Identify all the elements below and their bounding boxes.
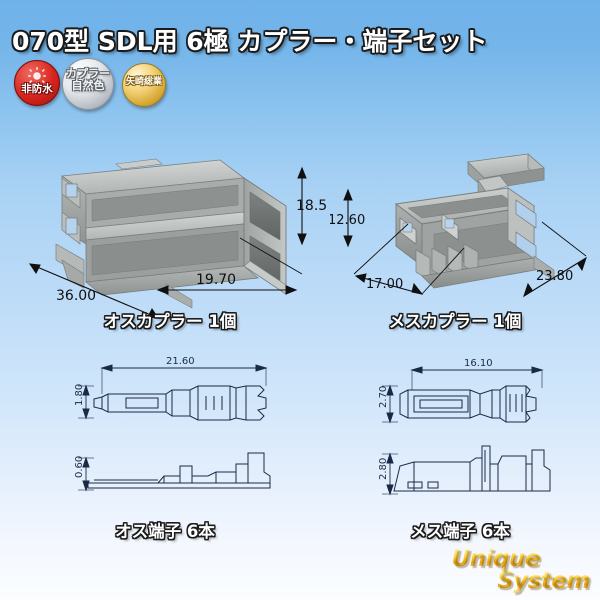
male-terminal-drawing: 21.60 1.80 0.60	[74, 356, 271, 492]
badge-non-waterproof: 非防水	[14, 60, 60, 106]
dimension-17-00: 17.00	[353, 223, 465, 295]
dimension-23-80-label: 23.80	[536, 269, 573, 284]
dimension-21-60-label: 21.60	[166, 356, 195, 367]
page-title: 070型 SDL用 6極 カプラー・端子セット	[12, 27, 488, 56]
dimension-17-00-label: 17.00	[366, 277, 403, 292]
dimension-18-50: 18.50	[296, 166, 326, 246]
dimension-18-50-label: 18.50	[296, 198, 326, 214]
dimension-2-80-label: 2.80	[378, 458, 389, 480]
sun-icon	[28, 66, 46, 85]
brand-logo-line2: System	[382, 570, 590, 593]
caption-male-terminal: オス端子 6本	[115, 522, 215, 541]
dimension-1-80-label: 1.80	[74, 384, 85, 406]
dimension-16-10-label: 16.10	[464, 358, 493, 369]
dimension-12-60: 12.60	[330, 188, 365, 248]
dimension-2-70: 2.70	[378, 384, 398, 424]
badge-connector-color-label: カプラー 自然色	[63, 68, 113, 91]
figure-male-terminal: 21.60 1.80 0.60	[30, 350, 320, 510]
male-terminal-top-view	[93, 385, 267, 421]
dimension-0-60-label: 0.60	[74, 456, 85, 478]
caption-female-connector: メスカプラー 1個	[388, 312, 522, 331]
dimension-36-00-label: 36.00	[56, 288, 96, 304]
male-terminal-side-view	[87, 452, 271, 489]
caption-female-terminal: メス端子 6本	[410, 522, 510, 541]
badge-manufacturer-label: 矢崎総業	[125, 77, 162, 87]
male-connector-body	[55, 158, 293, 309]
female-terminal-side-view	[393, 445, 551, 492]
dimension-19-70: 19.70	[156, 237, 303, 295]
female-terminal-drawing: 16.10 2.70 2.80	[378, 358, 551, 496]
brand-logo-line1: Unique	[382, 548, 541, 571]
badge-color-line2: 自然色	[71, 78, 105, 92]
dimension-23-80: 23.80	[523, 221, 587, 298]
female-connector-body	[394, 153, 555, 289]
badge-connector-color: カプラー 自然色	[62, 58, 114, 110]
brand-logo: Unique System	[382, 548, 592, 596]
dimension-21-60: 21.60	[100, 356, 268, 394]
dimension-2-80: 2.80	[378, 452, 398, 496]
badge-non-waterproof-label: 非防水	[21, 83, 53, 95]
caption-male-connector: オスカプラー 1個	[103, 312, 237, 331]
dimension-16-10: 16.10	[410, 358, 544, 390]
dimension-12-60-label: 12.60	[330, 213, 365, 228]
badge-manufacturer: 矢崎総業	[122, 63, 166, 107]
badge-color-line1: カプラー	[66, 67, 110, 80]
figure-female-connector: 12.60 17.00 23.80	[330, 148, 600, 318]
male-connector-drawing: 36.00 19.70 18.50	[28, 158, 326, 318]
dimension-2-70-label: 2.70	[378, 386, 389, 408]
figure-female-terminal: 16.10 2.70 2.80	[330, 350, 600, 510]
female-connector-drawing: 12.60 17.00 23.80	[330, 153, 587, 298]
dimension-1-80: 1.80	[74, 384, 94, 420]
badge-group: 非防水 カプラー 自然色 矢崎総業	[14, 58, 214, 110]
dimension-0-60: 0.60	[74, 456, 94, 492]
dimension-19-70-label: 19.70	[196, 272, 236, 288]
dimension-36-00: 36.00	[28, 263, 159, 318]
female-terminal-top-view	[399, 385, 537, 423]
figure-male-connector: 36.00 19.70 18.50	[6, 148, 326, 318]
